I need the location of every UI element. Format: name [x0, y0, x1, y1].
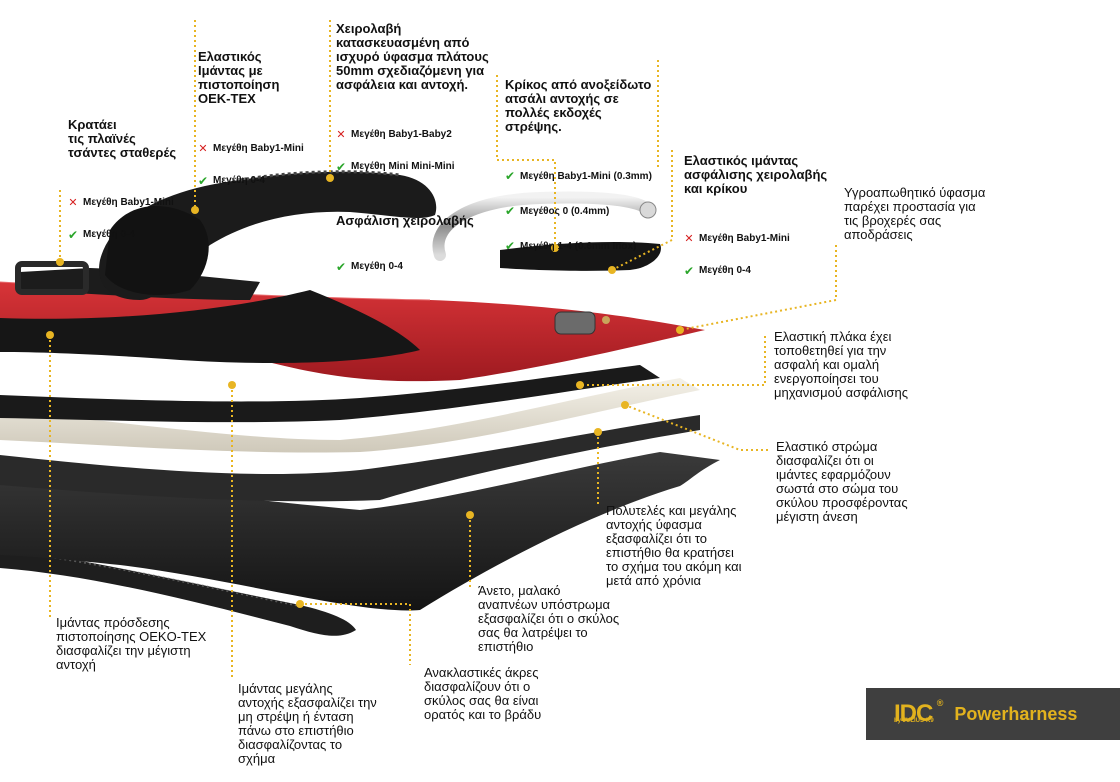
logo-mark: IDC® — [894, 698, 943, 727]
check-icon: ✔ — [684, 264, 695, 278]
bullet-item: ✔Μεγέθη 0-4 — [684, 264, 751, 278]
callout-attach-strap: Ιμάντας πρόσδεσης πιστοποίησης OEKO-TEX … — [56, 615, 207, 672]
brand-logo: IDC® by JULIUS-K9 Powerharness — [866, 688, 1120, 740]
callout-padding: Άνετο, μαλακό αναπνέων υπόστρωμα εξασφαλ… — [478, 583, 620, 654]
check-icon: ✔ — [336, 160, 347, 174]
bullet-item: ✕Μεγέθη Baby1-Baby2 — [336, 126, 489, 144]
bullet-item: ✔Μεγέθη 0-4 — [198, 174, 265, 188]
bullet-item: ✔Μεγέθη Mini Mini-Mini — [336, 160, 455, 174]
bullet-item: ✔Μεγέθη 0-4 — [68, 228, 135, 242]
check-icon: ✔ — [68, 228, 79, 242]
strap-buckle — [15, 261, 89, 295]
steel-ring — [432, 191, 654, 261]
cross-icon: ✕ — [336, 129, 346, 141]
bullet-item: ✔Μεγέθη Baby1-Mini (0.3mm) — [505, 166, 652, 187]
bullet-item: ✕Μεγέθη Baby1-Mini — [68, 194, 176, 212]
handle-sleeve — [105, 206, 209, 295]
callout-handle: Χειρολαβή κατασκευασμένη από ισχυρό ύφασ… — [336, 8, 489, 304]
callout-water-repellent: Υγροαπωθητικό ύφασμα παρέχει προστασία γ… — [844, 185, 986, 242]
lock-clip — [554, 311, 596, 335]
reflective-edge — [0, 548, 356, 636]
callout-title: Ελαστικός ιμάντας ασφάλισης χειρολαβής κ… — [684, 153, 828, 196]
bullet-item: ✔Μεγέθος 0 (0.4mm) — [505, 201, 652, 222]
cross-icon: ✕ — [198, 143, 208, 155]
padding-layer — [0, 415, 700, 502]
bullet-item: ✔Μεγέθη 0-4 — [336, 260, 403, 274]
check-icon: ✔ — [198, 174, 209, 188]
callout-elastic-strap: Ελαστικός Ιμάντας με πιστοποίηση OEK-TEX… — [198, 36, 304, 218]
bullet-item: ✕Μεγέθη Baby1-Mini — [684, 230, 827, 248]
callout-subtitle: Ασφάλιση χειρολαβής — [336, 213, 474, 228]
check-icon: ✔ — [505, 239, 516, 253]
check-icon: ✔ — [505, 204, 516, 218]
callout-side-straps: Κρατάει τις πλαϊνές τσάντες σταθερές ✕Με… — [68, 104, 176, 272]
callout-elastic-layer: Ελαστικό στρώμα διασφαλίζει ότι οι ιμάντ… — [776, 439, 908, 524]
bullet-item: ✔Μεγέθη 1-4 (0.6mm Inox) — [505, 236, 652, 257]
elastic-lock-strap — [500, 242, 661, 271]
logo-product-name: Powerharness — [954, 703, 1078, 724]
bullet-item: ✕Μεγέθη Baby1-Mini — [198, 140, 303, 158]
callout-title: Χειρολαβή κατασκευασμένη από ισχυρό ύφασ… — [336, 21, 489, 92]
callout-strong-strap: Ιμάντας μεγάλης αντοχής εξασφαλίζει την … — [238, 681, 377, 766]
elastic-layer — [0, 378, 700, 453]
callout-luxury-fabric: Πολυτελές και μεγάλης αντοχής ύφασμα εξα… — [606, 503, 742, 588]
callout-title: Ελαστικός Ιμάντας με πιστοποίηση OEK-TEX — [198, 49, 280, 106]
check-icon: ✔ — [505, 169, 516, 183]
cross-icon: ✕ — [68, 197, 78, 209]
strong-strap — [0, 290, 420, 363]
callout-title: Κρατάει τις πλαϊνές τσάντες σταθερές — [68, 117, 177, 160]
logo-maker: by JULIUS-K9 — [894, 718, 934, 724]
callout-elastic-plate: Ελαστική πλάκα έχει τοποθετηθεί για την … — [774, 329, 908, 400]
callout-reflective: Ανακλαστικές άκρες διασφαλίζουν ότι ο σκ… — [424, 665, 542, 722]
check-icon: ✔ — [336, 260, 347, 274]
callout-elastic-lock: Ελαστικός ιμάντας ασφάλισης χειρολαβής κ… — [684, 140, 827, 308]
callout-ring: Κρίκος από ανοξείδωτο ατσάλι αντοχής σε … — [505, 64, 652, 285]
elastic-plate — [0, 365, 660, 423]
cross-icon: ✕ — [684, 233, 694, 245]
callout-title: Κρίκος από ανοξείδωτο ατσάλι αντοχής σε … — [505, 77, 652, 134]
